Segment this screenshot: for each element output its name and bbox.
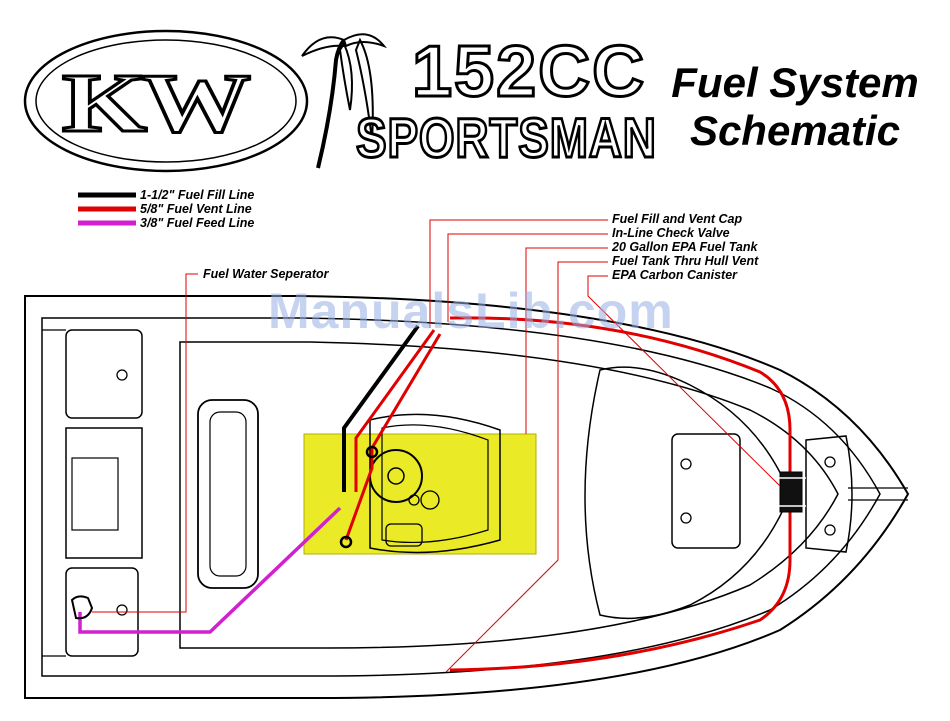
bow-hatch (672, 434, 740, 548)
latch-icon (117, 605, 127, 615)
brand-logo-text: KW (62, 62, 246, 146)
callout-water-separator: Fuel Water Seperator (203, 267, 329, 281)
leader-water-separator (92, 274, 198, 612)
model-number: 152CC (412, 36, 646, 108)
callout-carbon-canister: EPA Carbon Canister (612, 268, 737, 282)
transom-step (72, 458, 118, 530)
legend-label-feed: 3/8" Fuel Feed Line (140, 216, 254, 230)
fuel-water-separator (72, 596, 92, 618)
bow-deck (585, 367, 790, 618)
latch-icon (117, 370, 127, 380)
legend-label-fill: 1-1/2" Fuel Fill Line (140, 188, 254, 202)
legend-label-vent: 5/8" Fuel Vent Line (140, 202, 252, 216)
transom-well (66, 428, 142, 558)
callout-fuel-tank: 20 Gallon EPA Fuel Tank (612, 240, 757, 254)
callout-thru-hull-vent: Fuel Tank Thru Hull Vent (612, 254, 758, 268)
watermark: ManualsLib.com (268, 282, 674, 340)
callout-fill-cap: Fuel Fill and Vent Cap (612, 212, 742, 226)
callout-check-valve: In-Line Check Valve (612, 226, 730, 240)
stern-hatch-top (66, 330, 142, 418)
fuel-tank (304, 434, 536, 554)
page-title-line2: Schematic (640, 108, 950, 154)
model-name: SPORTSMAN (356, 110, 657, 166)
page-title-line1: Fuel System (640, 60, 950, 106)
leaning-post-seat (198, 400, 258, 588)
